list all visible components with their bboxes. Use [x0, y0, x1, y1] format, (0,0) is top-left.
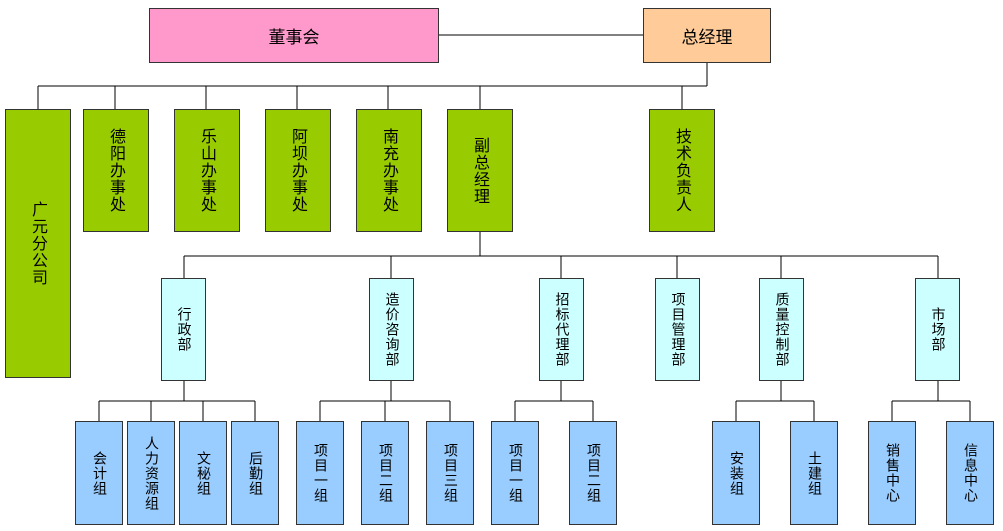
group-sales-center-label: 销售中心	[884, 443, 900, 503]
group-cost-project-3-box: 项目三组	[426, 421, 474, 525]
technical-lead-label: 技术负责人	[673, 128, 692, 213]
dept-cost-consulting-label: 造价咨询部	[383, 292, 400, 367]
office-aba-label: 阿坝办事处	[289, 128, 308, 213]
group-installation-box: 安装组	[712, 421, 760, 525]
group-installation-label: 安装组	[728, 450, 744, 496]
group-bidding-project-2-box: 项目二组	[569, 421, 617, 525]
group-secretarial-label: 文秘组	[195, 450, 211, 496]
group-logistics-label: 后勤组	[247, 450, 263, 496]
group-civil-works-label: 土建组	[806, 450, 822, 496]
deputy-general-manager-box: 副总经理	[447, 109, 513, 232]
board-label: 董事会	[268, 28, 320, 48]
group-secretarial-box: 文秘组	[179, 421, 227, 525]
dept-admin-label: 行政部	[175, 307, 192, 352]
group-accounting-label: 会计组	[91, 450, 107, 496]
guangyuan-branch-label: 广元分公司	[29, 201, 48, 286]
group-cost-project-1-box: 项目一组	[296, 421, 344, 525]
dept-market-box: 市场部	[915, 278, 960, 381]
office-deyang-box: 德阳办事处	[83, 109, 149, 232]
group-bidding-project-2-label: 项目二组	[585, 443, 601, 503]
dept-project-management-box: 项目管理部	[655, 278, 700, 381]
technical-lead-box: 技术负责人	[649, 109, 715, 232]
office-leshan-box: 乐山办事处	[174, 109, 240, 232]
group-cost-project-2-box: 项目二组	[361, 421, 409, 525]
group-cost-project-2-label: 项目二组	[377, 443, 393, 503]
dept-quality-control-label: 质量控制部	[773, 292, 790, 367]
board-box: 董事会	[149, 8, 439, 63]
general-manager-box: 总经理	[643, 8, 771, 63]
guangyuan-branch-box: 广元分公司	[5, 109, 71, 378]
group-sales-center-box: 销售中心	[868, 421, 916, 525]
office-leshan-label: 乐山办事处	[198, 128, 217, 213]
group-civil-works-box: 土建组	[790, 421, 838, 525]
group-hr-label: 人力资源组	[143, 435, 159, 511]
dept-bidding-agency-label: 招标代理部	[553, 292, 570, 367]
group-hr-box: 人力资源组	[127, 421, 175, 525]
office-deyang-label: 德阳办事处	[107, 128, 126, 213]
dept-quality-control-box: 质量控制部	[759, 278, 804, 381]
group-cost-project-3-label: 项目三组	[442, 443, 458, 503]
group-bidding-project-1-label: 项目一组	[507, 443, 523, 503]
dept-market-label: 市场部	[929, 307, 946, 352]
dept-project-management-label: 项目管理部	[669, 292, 686, 367]
dept-cost-consulting-box: 造价咨询部	[369, 278, 414, 381]
dept-admin-box: 行政部	[161, 278, 206, 381]
group-accounting-box: 会计组	[75, 421, 123, 525]
group-info-center-label: 信息中心	[962, 443, 978, 503]
group-info-center-box: 信息中心	[946, 421, 994, 525]
office-nanchong-box: 南充办事处	[356, 109, 422, 232]
general-manager-label: 总经理	[681, 28, 733, 48]
dept-bidding-agency-box: 招标代理部	[539, 278, 584, 381]
office-nanchong-label: 南充办事处	[380, 128, 399, 213]
office-aba-box: 阿坝办事处	[265, 109, 331, 232]
group-logistics-box: 后勤组	[231, 421, 279, 525]
group-cost-project-1-label: 项目一组	[312, 443, 328, 503]
deputy-general-manager-label: 副总经理	[471, 136, 490, 205]
group-bidding-project-1-box: 项目一组	[491, 421, 539, 525]
